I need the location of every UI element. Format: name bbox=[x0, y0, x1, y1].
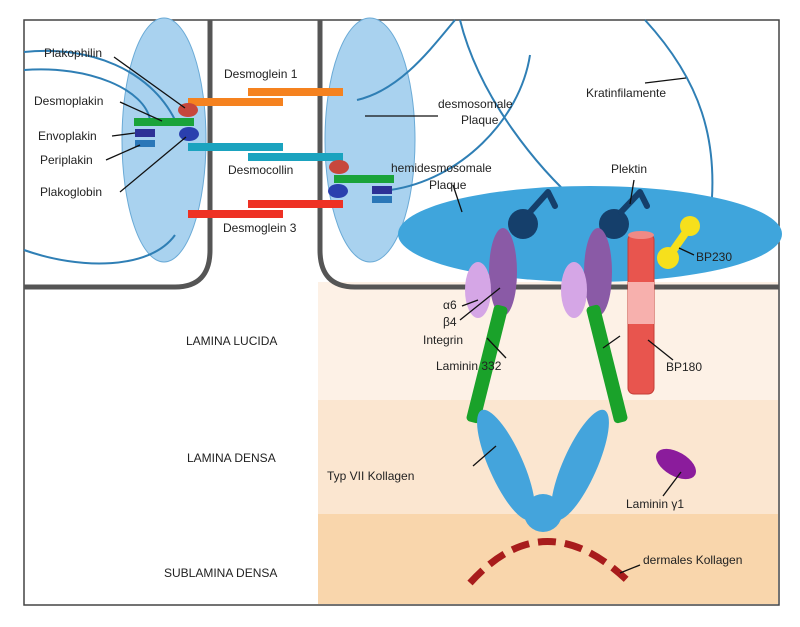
label-envoplakin: Envoplakin bbox=[38, 129, 97, 143]
lamina-lucida-region bbox=[318, 282, 778, 400]
layer-label-lamina-densa: LAMINA DENSA bbox=[187, 451, 276, 465]
envoplakin-left bbox=[135, 129, 155, 137]
label-desmoglein3: Desmoglein 3 bbox=[223, 221, 297, 235]
label-plakophilin: Plakophilin bbox=[44, 46, 102, 60]
laminin332-right bbox=[586, 304, 628, 424]
bp180 bbox=[627, 231, 655, 395]
label-desmoglein1: Desmoglein 1 bbox=[224, 67, 298, 81]
left-cell-membrane bbox=[24, 20, 213, 290]
integrin-alpha6-right bbox=[561, 262, 587, 318]
integrin-beta4-right bbox=[584, 228, 612, 316]
label-keratin-filaments: Kratinfilamente bbox=[586, 86, 666, 100]
desmoglein3-bar-left bbox=[188, 210, 283, 218]
laminin-gamma1 bbox=[656, 448, 696, 480]
layer-label-sublamina-densa: SUBLAMINA DENSA bbox=[164, 566, 277, 580]
plakoglobin-left bbox=[179, 127, 199, 141]
plectin-left bbox=[508, 189, 558, 239]
desmoglein1-bar-left bbox=[188, 98, 283, 106]
label-desmosomal-plaque-1: desmosomale bbox=[438, 97, 513, 111]
collagen7-left-arm bbox=[477, 409, 535, 521]
layer-label-lamina-lucida: LAMINA LUCIDA bbox=[186, 334, 277, 348]
label-dermal-collagen: dermales Kollagen bbox=[643, 553, 742, 567]
integrin-beta4-left bbox=[489, 228, 517, 316]
desmocollin-bar-left bbox=[188, 143, 283, 151]
label-hemidesmosomal-plaque-2: Plaque bbox=[429, 178, 467, 192]
label-plectin: Plektin bbox=[611, 162, 647, 176]
label-integrin: Integrin bbox=[423, 333, 463, 347]
label-desmoplakin: Desmoplakin bbox=[34, 94, 103, 108]
label-beta4: β4 bbox=[443, 315, 457, 329]
label-plakoglobin: Plakoglobin bbox=[40, 185, 102, 199]
dermal-collagen bbox=[467, 538, 633, 586]
plectin-right bbox=[599, 189, 650, 239]
right-cell-plaque bbox=[324, 17, 416, 263]
label-desmosomal-plaque-2: Plaque bbox=[461, 113, 499, 127]
integrin-alpha6-left bbox=[465, 262, 491, 318]
label-bp230: BP230 bbox=[696, 250, 732, 264]
label-periplakin: Periplakin bbox=[40, 153, 93, 167]
label-alpha6: α6 bbox=[443, 298, 457, 312]
label-laminin-gamma1: Laminin γ1 bbox=[626, 497, 684, 511]
label-laminin332: Laminin 332 bbox=[436, 359, 502, 373]
desmoglein3-bar-right bbox=[248, 200, 343, 208]
collagen7-right-arm bbox=[551, 409, 609, 521]
desmoglein1-bar-right bbox=[248, 88, 343, 96]
envoplakin-right bbox=[372, 186, 392, 194]
collagen7-anchor bbox=[524, 494, 562, 532]
label-bp180: BP180 bbox=[666, 360, 702, 374]
periplakin-left bbox=[135, 140, 155, 147]
bp230 bbox=[657, 216, 700, 269]
laminin332-left bbox=[466, 304, 508, 424]
label-desmocollin: Desmocollin bbox=[228, 163, 293, 177]
leader-lines bbox=[105, 56, 695, 574]
desmoplakin-right bbox=[334, 175, 394, 183]
right-cell-membrane bbox=[317, 20, 779, 290]
left-cell-plaque bbox=[121, 17, 207, 263]
label-hemidesmosomal-plaque-1: hemidesmosomale bbox=[391, 161, 492, 175]
desmocollin-bar-right bbox=[248, 153, 343, 161]
plakophilin-right bbox=[329, 160, 349, 174]
desmoplakin-left bbox=[134, 118, 194, 126]
plakoglobin-right bbox=[328, 184, 348, 198]
label-collagen7: Typ VII Kollagen bbox=[327, 469, 414, 483]
periplakin-right bbox=[372, 196, 392, 203]
